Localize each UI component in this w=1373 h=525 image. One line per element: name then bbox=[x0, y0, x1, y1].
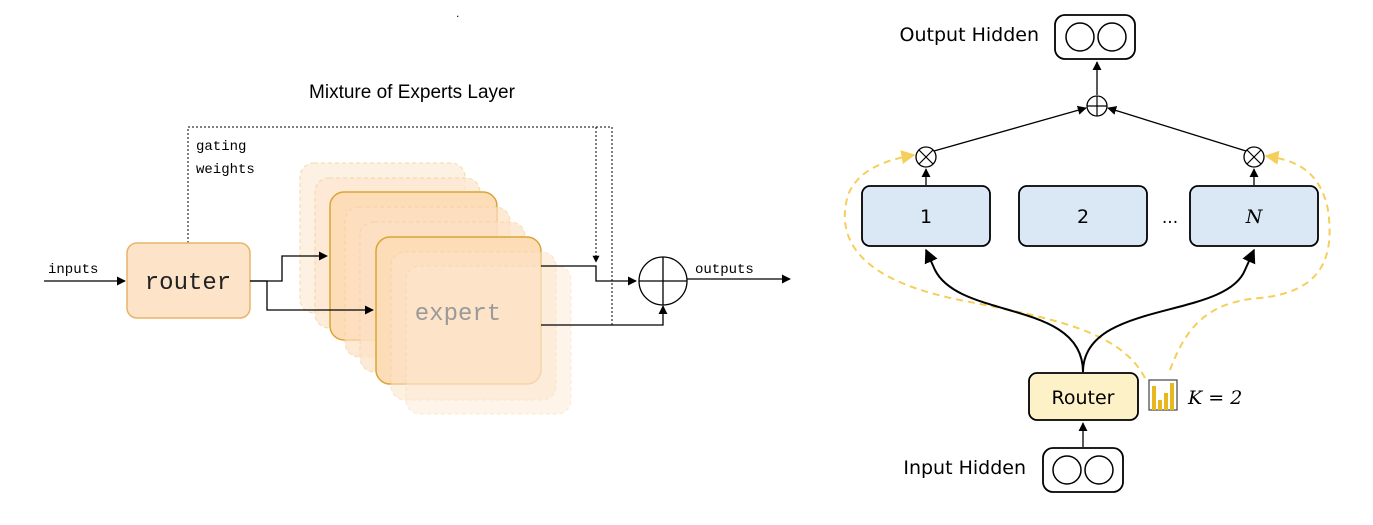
gating-label-line2: weights bbox=[196, 162, 255, 178]
router-to-expert1-arrow bbox=[924, 248, 1084, 373]
expert-label-2: 2 bbox=[1077, 206, 1089, 228]
input-hidden-label: Input Hidden bbox=[903, 457, 1026, 479]
multiply-icon-right bbox=[1243, 146, 1265, 168]
histogram-icon bbox=[1148, 379, 1178, 411]
expert-box-1 bbox=[861, 185, 991, 247]
inputs-label: inputs bbox=[48, 262, 98, 278]
router-label-right: Router bbox=[1052, 387, 1115, 409]
expert-label-1: 1 bbox=[920, 206, 932, 228]
router-to-expert-front-arrow bbox=[250, 280, 374, 315]
expert-box-2 bbox=[1018, 185, 1148, 247]
expert-ghost bbox=[405, 265, 572, 415]
input-hidden-vector-icon bbox=[1042, 447, 1124, 493]
router-label: router bbox=[145, 270, 231, 297]
plus-icon bbox=[1086, 95, 1108, 117]
multiply-right-to-plus-arrow bbox=[1107, 106, 1247, 152]
router-to-expertN-arrow bbox=[1082, 248, 1256, 373]
gating-label-line1: gating bbox=[196, 139, 246, 155]
expert-box-N bbox=[1189, 185, 1319, 247]
left-moe-diagram: Mixture of Experts Layer gating weights … bbox=[44, 82, 791, 415]
k-label: K = 2 bbox=[1187, 387, 1242, 409]
router-box-right bbox=[1028, 372, 1139, 421]
expert-ghost bbox=[390, 251, 557, 401]
expert-to-sum-arrow-upper bbox=[541, 265, 637, 286]
output-hidden-vector-icon bbox=[1054, 14, 1136, 60]
experts-ellipsis: ... bbox=[1162, 208, 1178, 228]
multiply-left-to-plus-arrow bbox=[933, 105, 1087, 152]
sum-icon bbox=[638, 256, 688, 306]
outputs-label: outputs bbox=[695, 262, 754, 278]
expert-to-sum-arrow-lower bbox=[541, 305, 668, 326]
expert-label: expert bbox=[415, 301, 501, 328]
stray-dot: . bbox=[456, 6, 459, 20]
output-hidden-label: Output Hidden bbox=[900, 24, 1039, 46]
router-gate-path-left bbox=[843, 150, 1146, 379]
left-diagram-title: Mixture of Experts Layer bbox=[309, 82, 516, 103]
router-gate-path-right bbox=[1169, 150, 1331, 371]
gating-weights-path bbox=[187, 126, 613, 325]
right-moe-diagram: Output Hidden 1 bbox=[843, 14, 1331, 493]
expert-label-N: N bbox=[1245, 206, 1264, 228]
multiply-icon-left bbox=[915, 146, 937, 168]
